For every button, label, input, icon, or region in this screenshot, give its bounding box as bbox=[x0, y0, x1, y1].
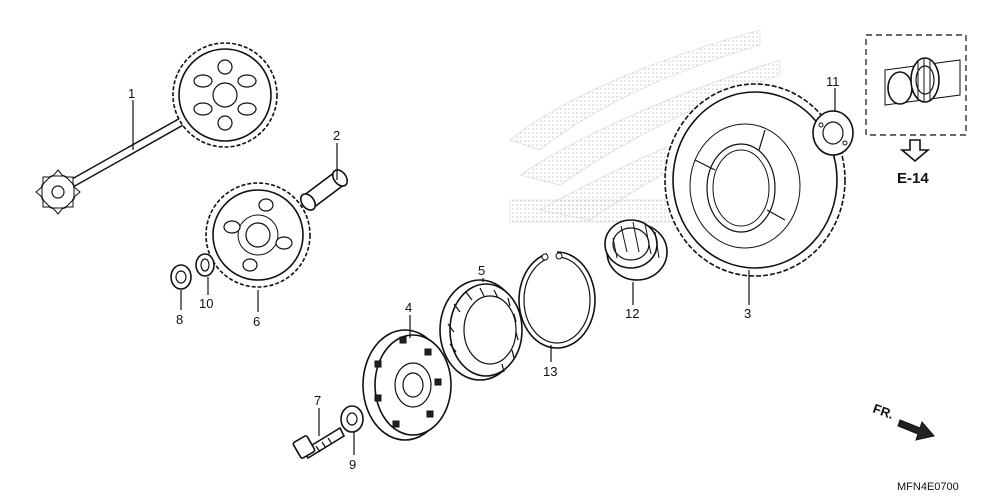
callout-1: 1 bbox=[128, 86, 135, 101]
part-1-idle-shaft bbox=[35, 42, 278, 215]
callout-11: 11 bbox=[826, 74, 840, 89]
diagram-code: MFN4E0700 bbox=[897, 481, 959, 493]
reference-arrow-icon bbox=[899, 139, 931, 163]
callout-2: 2 bbox=[333, 128, 340, 143]
leader-lines bbox=[132, 88, 836, 455]
callout-10: 10 bbox=[199, 296, 213, 311]
part-12-needle-bearing bbox=[604, 219, 668, 281]
callout-9: 9 bbox=[349, 457, 356, 472]
part-6-gear bbox=[205, 182, 311, 288]
callout-6: 6 bbox=[253, 314, 260, 329]
part-11-thrust-washer bbox=[812, 110, 854, 156]
callout-5: 5 bbox=[478, 263, 485, 278]
part-7-bolt bbox=[292, 426, 346, 460]
part-5-one-way-clutch bbox=[439, 279, 523, 381]
callout-13: 13 bbox=[543, 364, 557, 379]
direction-label: FR. bbox=[871, 401, 896, 422]
part-3-driven-gear bbox=[664, 83, 846, 277]
part-8-washer bbox=[170, 264, 192, 290]
part-4-clutch-outer bbox=[362, 329, 452, 441]
part-10-washer bbox=[195, 253, 215, 277]
reference-inset bbox=[865, 34, 967, 136]
callout-12: 12 bbox=[625, 306, 639, 321]
callout-3: 3 bbox=[744, 306, 751, 321]
front-direction-arrow-icon bbox=[897, 419, 935, 441]
callout-8: 8 bbox=[176, 312, 183, 327]
callout-7: 7 bbox=[314, 393, 321, 408]
part-13-snap-ring bbox=[518, 250, 596, 349]
part-2-sleeve bbox=[299, 169, 349, 211]
callout-4: 4 bbox=[405, 300, 412, 315]
reference-label: E-14 bbox=[897, 170, 929, 187]
part-9-washer bbox=[340, 405, 364, 433]
